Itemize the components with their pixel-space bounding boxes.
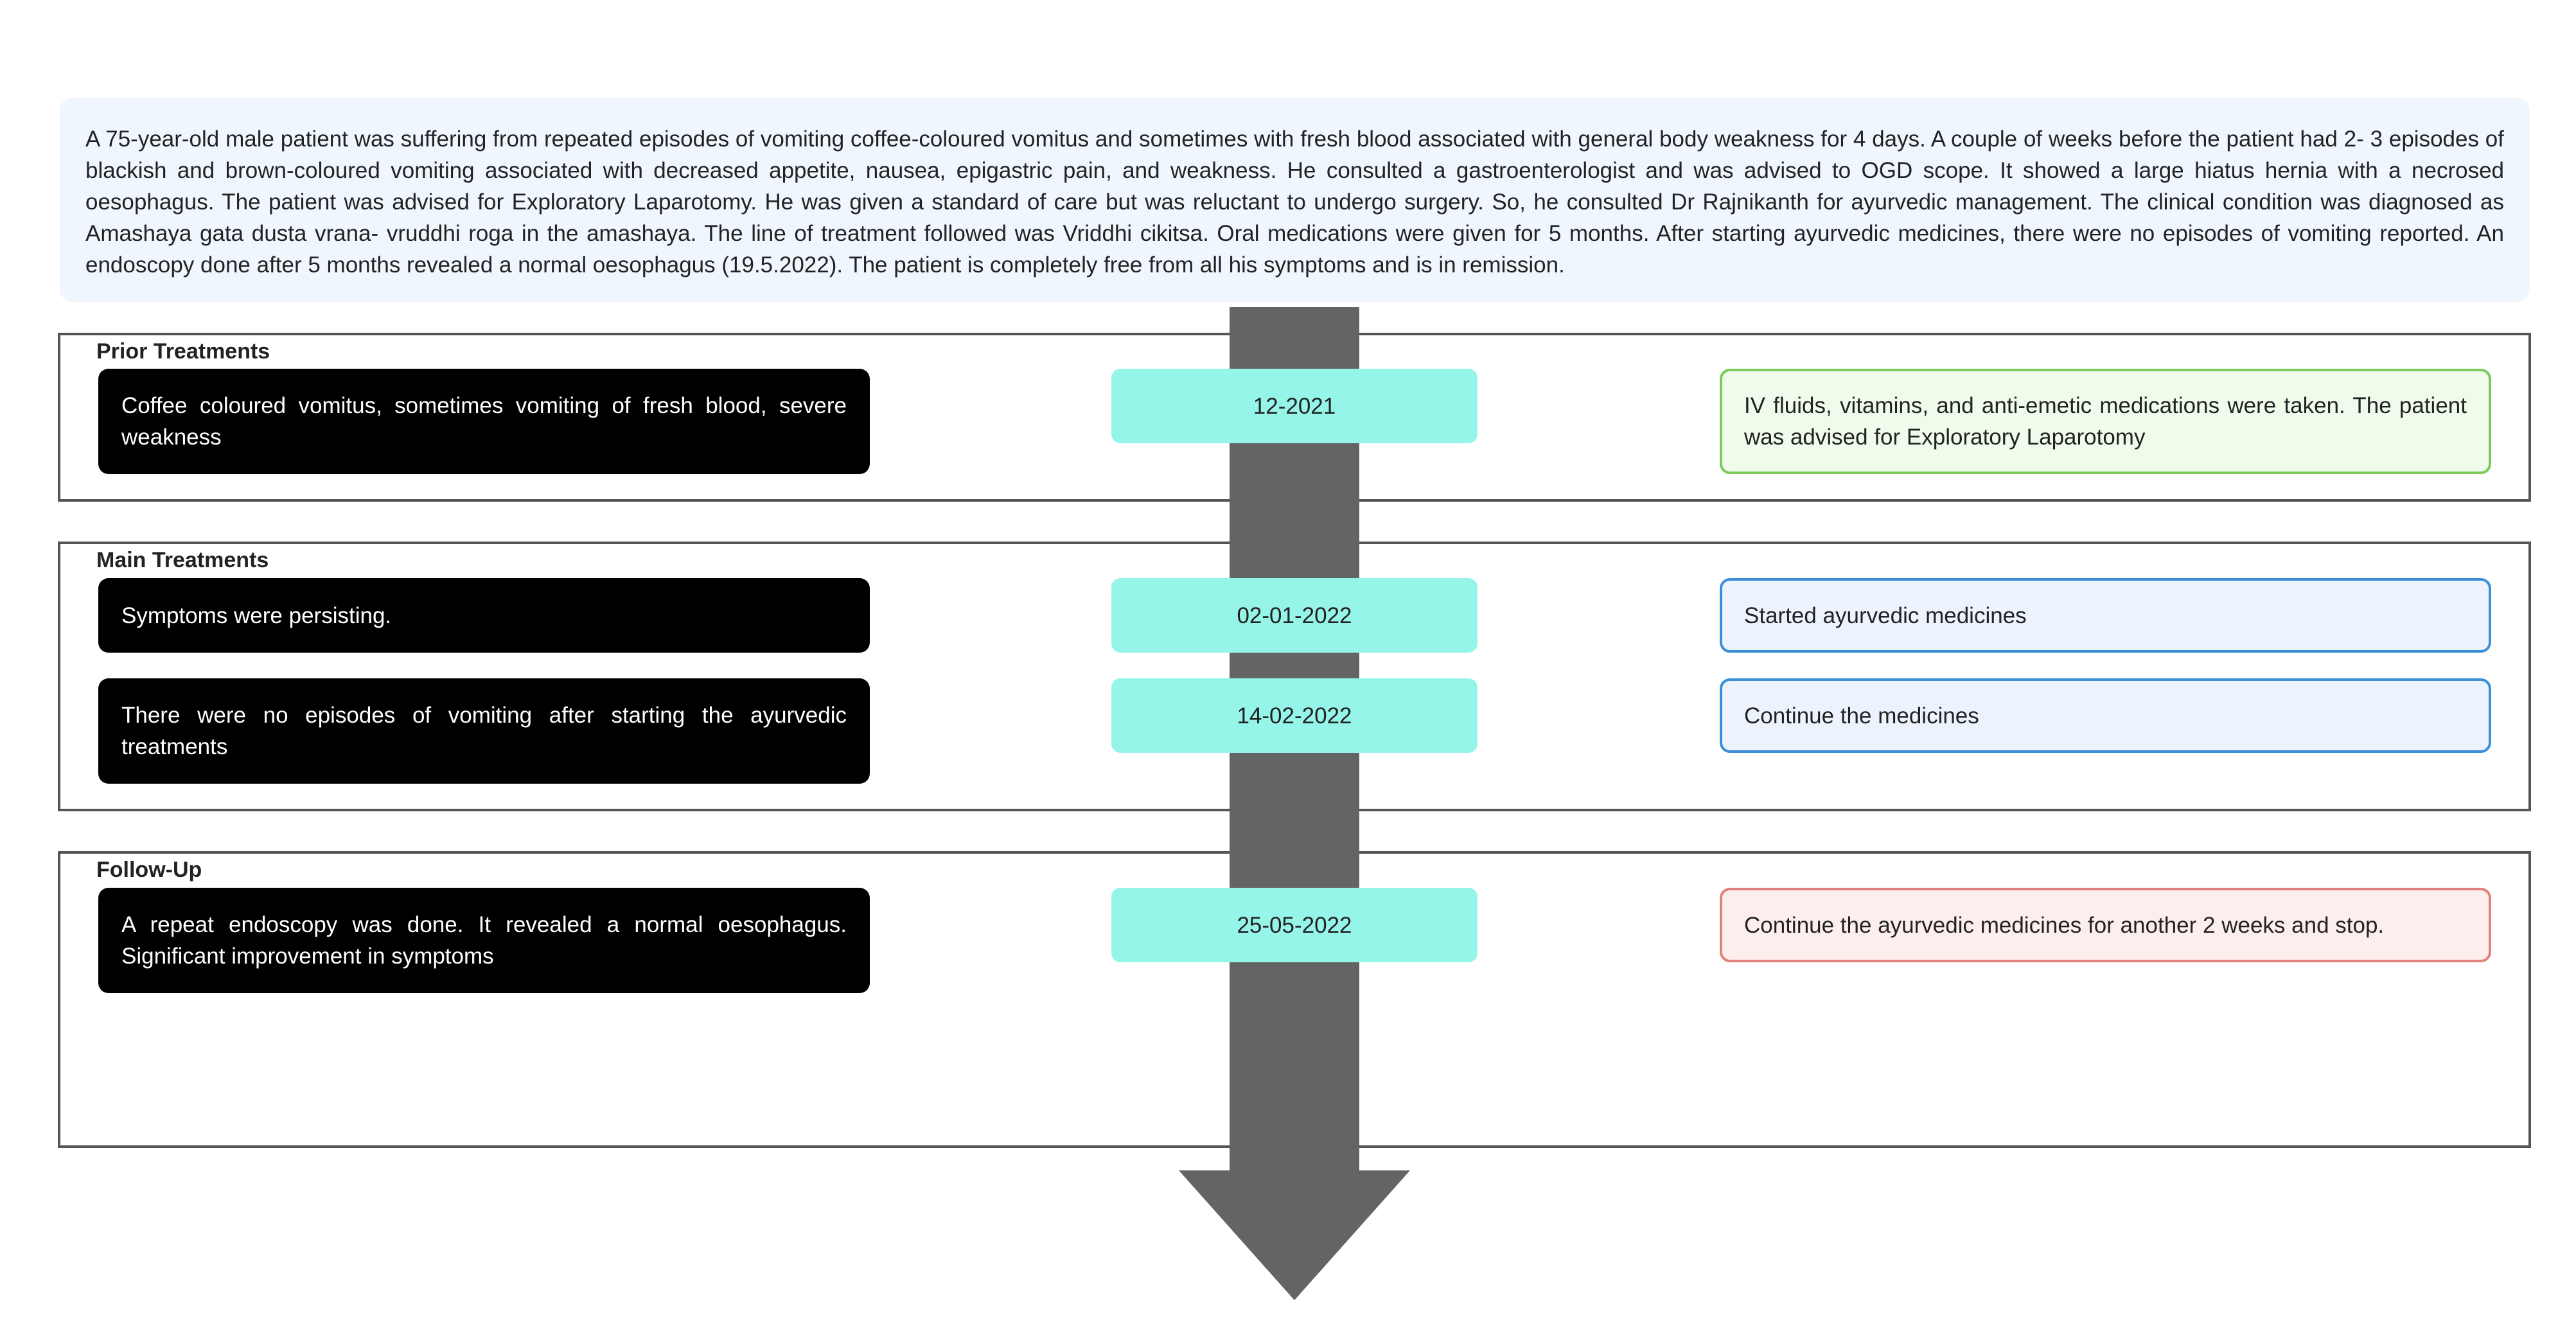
action-text: Started ayurvedic medicines xyxy=(1744,603,2027,628)
event-text: A repeat endoscopy was done. It revealed… xyxy=(121,912,847,969)
date-text: 12-2021 xyxy=(1253,393,1336,419)
date-text: 14-02-2022 xyxy=(1237,703,1352,728)
action-box: Continue the ayurvedic medicines for ano… xyxy=(1720,888,2491,962)
action-box: Started ayurvedic medicines xyxy=(1720,578,2491,653)
action-box: Continue the medicines xyxy=(1720,678,2491,753)
action-text: Continue the medicines xyxy=(1744,703,1979,728)
date-box: 02-01-2022 xyxy=(1111,578,1478,653)
event-box: A repeat endoscopy was done. It revealed… xyxy=(98,888,870,993)
section-title: Prior Treatments xyxy=(96,339,270,364)
timeline-arrow-head xyxy=(1179,1170,1410,1300)
date-box: 25-05-2022 xyxy=(1111,888,1478,962)
event-box: There were no episodes of vomiting after… xyxy=(98,678,870,784)
event-box: Coffee coloured vomitus, sometimes vomit… xyxy=(98,369,870,474)
date-box: 14-02-2022 xyxy=(1111,678,1478,753)
event-text: Coffee coloured vomitus, sometimes vomit… xyxy=(121,393,847,450)
section-title: Main Treatments xyxy=(96,548,269,572)
event-text: There were no episodes of vomiting after… xyxy=(121,703,847,759)
action-text: IV fluids, vitamins, and anti-emetic med… xyxy=(1744,393,2467,450)
action-box: IV fluids, vitamins, and anti-emetic med… xyxy=(1720,369,2491,474)
case-summary: A 75-year-old male patient was suffering… xyxy=(60,98,2530,302)
date-text: 25-05-2022 xyxy=(1237,912,1352,938)
date-text: 02-01-2022 xyxy=(1237,603,1352,628)
case-summary-text: A 75-year-old male patient was suffering… xyxy=(85,127,2504,278)
section-title: Follow-Up xyxy=(96,858,202,882)
date-box: 12-2021 xyxy=(1111,369,1478,443)
action-text: Continue the ayurvedic medicines for ano… xyxy=(1744,912,2385,938)
event-text: Symptoms were persisting. xyxy=(121,603,392,628)
event-box: Symptoms were persisting. xyxy=(98,578,870,653)
